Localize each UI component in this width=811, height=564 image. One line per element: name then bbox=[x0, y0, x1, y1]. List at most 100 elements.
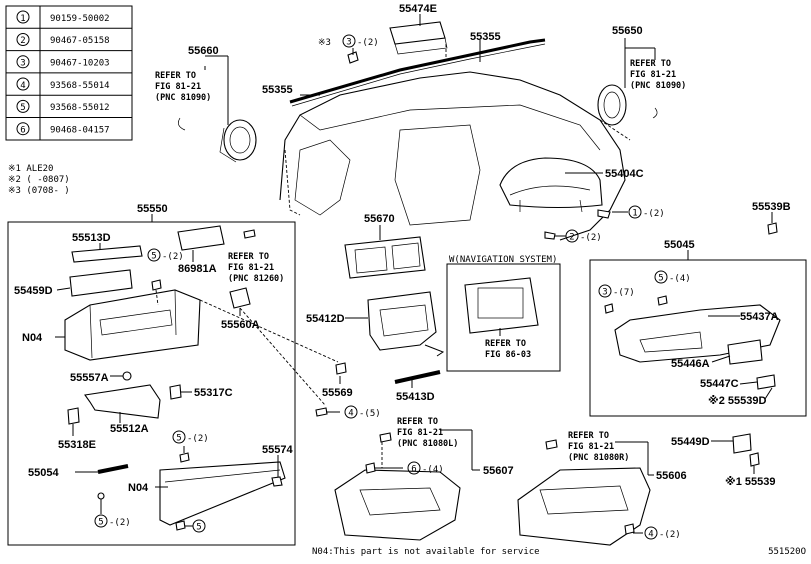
screw bbox=[151, 279, 162, 291]
part-55459D: 55459D bbox=[14, 285, 53, 297]
part-55318E: 55318E bbox=[58, 439, 96, 451]
svg-text:-(2): -(2) bbox=[162, 252, 184, 262]
screw bbox=[315, 407, 328, 417]
svg-text:FIG 81-21: FIG 81-21 bbox=[397, 428, 443, 438]
svg-text:-(2): -(2) bbox=[643, 209, 665, 219]
svg-text:2: 2 bbox=[20, 36, 25, 46]
lower-panel bbox=[159, 461, 286, 526]
figure-code: 551520O bbox=[768, 547, 806, 557]
svg-text:FIG 81-21: FIG 81-21 bbox=[568, 442, 614, 452]
legend-code: 90159-50002 bbox=[50, 14, 110, 24]
refer-note-55607: REFER TO FIG 81-21 (PNC 81080L) bbox=[397, 417, 458, 449]
part-55045: 55045 bbox=[664, 239, 695, 251]
callout-5-right: 5 -(4) bbox=[654, 270, 691, 284]
svg-text:(PNC 81090): (PNC 81090) bbox=[155, 93, 211, 103]
part-55650: 55650 bbox=[612, 25, 643, 37]
legend-row: 6 90468-04157 bbox=[16, 122, 110, 136]
callout-6-lower: 6 -(4) bbox=[407, 461, 444, 475]
left-register bbox=[178, 117, 257, 163]
right-register bbox=[597, 84, 658, 126]
callout-5-lower-2: 5 -(2) bbox=[94, 514, 131, 528]
callout-5-glovebox: 5 -(2) bbox=[147, 248, 184, 262]
plate-55459D bbox=[69, 269, 133, 297]
nav-bezel bbox=[464, 277, 539, 334]
part-55446A: 55446A bbox=[671, 358, 710, 370]
svg-text:3: 3 bbox=[20, 59, 25, 69]
svg-text:-(2): -(2) bbox=[187, 434, 209, 444]
strip-55413D bbox=[394, 370, 441, 384]
callout-5-lower-3: 5 bbox=[185, 519, 206, 533]
part-55512A: 55512A bbox=[110, 423, 149, 435]
svg-text:REFER TO: REFER TO bbox=[485, 339, 526, 349]
part-55670: 55670 bbox=[364, 213, 395, 225]
clip-55317C bbox=[169, 384, 182, 400]
trim-strip bbox=[289, 38, 546, 104]
svg-text:3: 3 bbox=[602, 288, 607, 298]
svg-text:FIG 81-21: FIG 81-21 bbox=[155, 82, 201, 92]
legend-code: 90467-10203 bbox=[50, 59, 110, 69]
note-1: ※1 ALE20 bbox=[8, 164, 53, 174]
switch-55447C bbox=[756, 374, 776, 390]
part-55607: 55607 bbox=[483, 465, 514, 477]
rod-55054 bbox=[97, 464, 129, 474]
note-3: ※3 (0708- ) bbox=[8, 186, 70, 196]
refer-note-55606: REFER TO FIG 81-21 (PNC 81080R) bbox=[568, 431, 629, 463]
svg-text:5: 5 bbox=[196, 523, 201, 533]
glovebox-parts bbox=[64, 225, 339, 531]
part-55412D: 55412D bbox=[306, 313, 345, 325]
lower-left-panel bbox=[334, 432, 461, 541]
part-55660: 55660 bbox=[188, 45, 219, 57]
legend-code: 93568-55012 bbox=[50, 103, 110, 113]
callout-5-lower-1: 5 -(2) bbox=[172, 430, 209, 444]
part-55054: 55054 bbox=[28, 467, 59, 479]
upper-cover bbox=[389, 21, 446, 45]
footer-note: N04:This part is not available for servi… bbox=[312, 547, 540, 557]
part-86981A: 86981A bbox=[178, 263, 217, 275]
part-55557A: 55557A bbox=[70, 372, 109, 384]
svg-text:3: 3 bbox=[346, 38, 351, 48]
callout-4-mid: 4 -(5) bbox=[344, 405, 381, 419]
switch-55449D bbox=[732, 433, 752, 454]
part-55437A: 55437A bbox=[740, 311, 779, 323]
svg-text:-(5): -(5) bbox=[359, 409, 381, 419]
svg-text:-(7): -(7) bbox=[613, 288, 635, 298]
part-55560A: 55560A bbox=[221, 319, 260, 331]
svg-text:※3: ※3 bbox=[318, 38, 331, 48]
part-N04-b: N04 bbox=[128, 482, 149, 494]
svg-text:REFER TO: REFER TO bbox=[397, 417, 438, 427]
legend-row: 4 93568-55014 bbox=[16, 77, 110, 91]
svg-text:FIG 81-21: FIG 81-21 bbox=[228, 263, 274, 273]
driver-panel-group-frame bbox=[589, 259, 807, 417]
svg-text:-(2): -(2) bbox=[580, 233, 602, 243]
svg-text:5: 5 bbox=[98, 518, 103, 528]
legend-code: 90468-04157 bbox=[50, 126, 110, 136]
svg-text:1: 1 bbox=[20, 14, 25, 24]
legend-code: 93568-55014 bbox=[50, 81, 110, 91]
svg-text:-(4): -(4) bbox=[422, 465, 444, 475]
glovebox-body bbox=[64, 289, 201, 361]
part-55413D: 55413D bbox=[396, 391, 435, 403]
svg-text:4: 4 bbox=[348, 409, 353, 419]
part-55355-left: 55355 bbox=[262, 84, 293, 96]
leader-lines bbox=[204, 14, 656, 237]
callout-3-right: 3 -(7) bbox=[598, 284, 635, 298]
svg-text:-(2): -(2) bbox=[109, 518, 131, 528]
center-bezel bbox=[367, 291, 437, 351]
driver-panel-parts bbox=[604, 222, 781, 467]
clip-55574 bbox=[271, 476, 283, 487]
svg-text:6: 6 bbox=[411, 465, 416, 475]
svg-text:(PNC 81080R): (PNC 81080R) bbox=[568, 453, 629, 463]
part-55539: ※1 55539 bbox=[725, 476, 775, 488]
svg-text:1: 1 bbox=[632, 209, 637, 219]
switch-55446A bbox=[727, 339, 763, 365]
clip-55569 bbox=[335, 362, 347, 375]
svg-text:(PNC 81260): (PNC 81260) bbox=[228, 274, 284, 284]
instrument-panel-group bbox=[178, 21, 658, 241]
svg-text:-(2): -(2) bbox=[357, 38, 379, 48]
plate-55512A bbox=[84, 384, 161, 419]
svg-text:FIG 81-21: FIG 81-21 bbox=[630, 70, 676, 80]
refer-note-right: REFER TO FIG 81-21 (PNC 81090) bbox=[630, 59, 686, 91]
clip-55539B bbox=[767, 222, 778, 235]
